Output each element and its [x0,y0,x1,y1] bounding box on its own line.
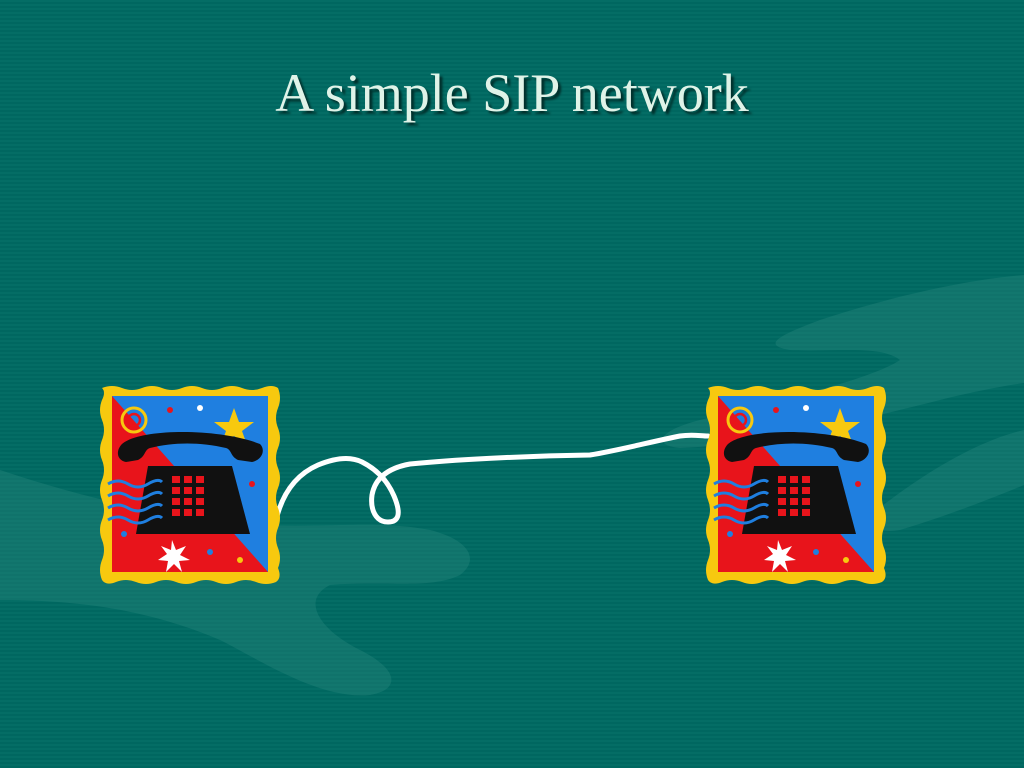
telephone-stamp-right [706,384,886,584]
telephone-stamp-left [100,384,280,584]
telephone-stamp-icon [706,386,886,584]
slide-title: A simple SIP network [275,63,749,123]
telephone-stamp-icon [100,386,280,584]
